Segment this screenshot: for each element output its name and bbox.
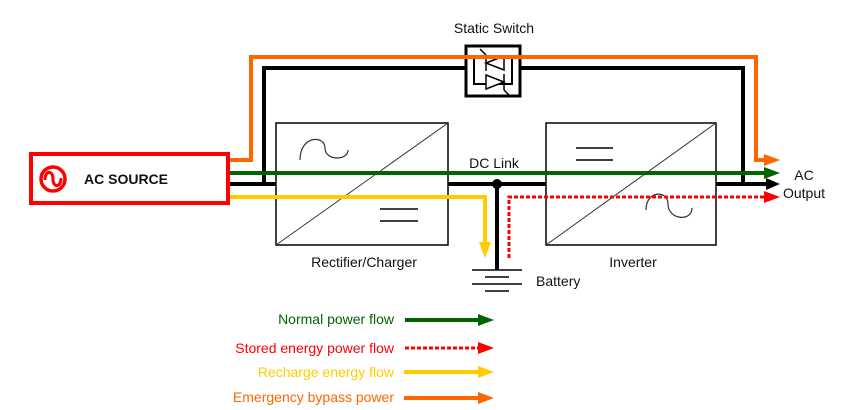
inverter-label: Inverter	[609, 254, 657, 270]
battery-icon	[472, 269, 522, 292]
legend-label: Stored energy power flow	[235, 340, 395, 356]
static-switch	[464, 44, 522, 98]
legend-label: Recharge energy flow	[258, 364, 395, 380]
emergency-bypass-flow	[228, 55, 780, 166]
legend-label: Normal power flow	[278, 311, 395, 327]
legend-item-stored: Stored energy power flow	[235, 340, 494, 356]
legend-item-recharge: Recharge energy flow	[258, 364, 494, 380]
static-switch-label: Static Switch	[454, 20, 534, 36]
legend-item-bypass: Emergency bypass power	[233, 389, 494, 405]
inverter	[545, 122, 717, 246]
rectifier-label: Rectifier/Charger	[311, 254, 417, 270]
battery-label: Battery	[536, 273, 580, 289]
normal-power-flow	[228, 167, 780, 179]
stored-energy-flow	[507, 191, 780, 258]
dc-link-label: DC Link	[469, 155, 520, 171]
legend-item-normal: Normal power flow	[278, 311, 494, 327]
sine-wave-icon	[39, 165, 67, 193]
ac-source: AC SOURCE	[29, 152, 230, 205]
rectifier-charger	[275, 122, 449, 246]
ac-output-label-line2: Output	[783, 185, 825, 201]
ac-sine-icon	[299, 138, 349, 161]
ac-source-label: AC SOURCE	[84, 171, 168, 187]
legend: Normal power flow Stored energy power fl…	[233, 311, 494, 405]
ac-output-label-line1: AC	[794, 167, 813, 183]
recharge-energy-flow	[228, 195, 491, 258]
legend-label: Emergency bypass power	[233, 389, 394, 405]
ac-sine-icon	[645, 193, 693, 218]
